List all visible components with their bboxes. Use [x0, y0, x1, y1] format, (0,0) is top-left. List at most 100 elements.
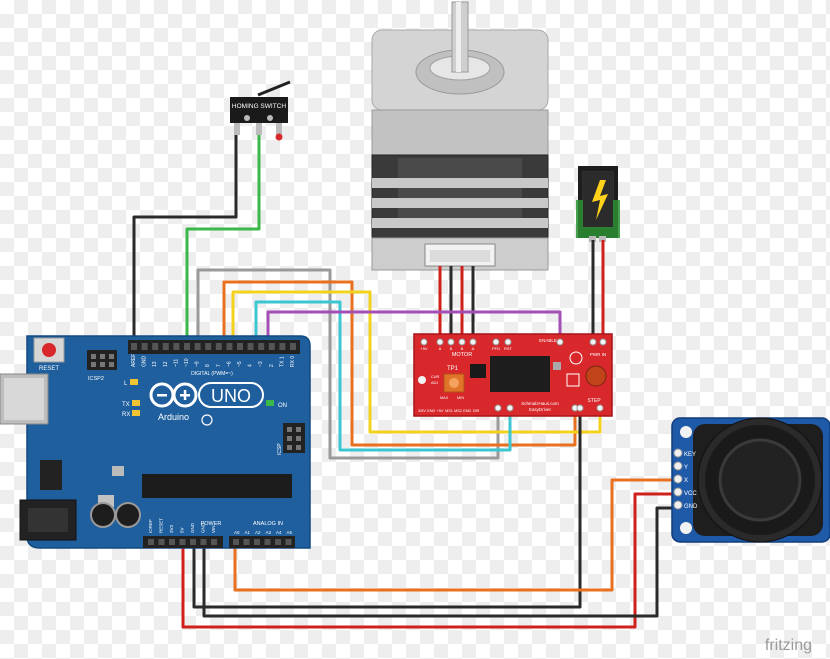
motor-label: MOTOR	[452, 352, 472, 358]
capacitor-2	[115, 502, 141, 528]
joystick-pin-label: GND	[684, 504, 698, 510]
digital-pin-label: 13	[152, 361, 158, 367]
driver-top-pin[interactable]	[436, 338, 444, 346]
fritzing-watermark: fritzing	[765, 637, 812, 654]
analog-pin-label: A4	[276, 530, 282, 535]
digital-pin-label: 4	[248, 364, 254, 367]
driver-bottom-pin[interactable]	[596, 404, 604, 412]
power-pin-socket[interactable]	[190, 539, 196, 545]
uno-label: UNO	[211, 386, 251, 406]
digital-pin-socket[interactable]	[152, 343, 159, 350]
digital-pin-label: ~9	[195, 361, 201, 367]
power-pin-label: RESET	[159, 518, 164, 533]
wire-purple	[266, 310, 562, 352]
digital-pin-socket[interactable]	[279, 343, 286, 350]
driver-chip	[490, 356, 550, 392]
analog-pin-socket[interactable]	[264, 539, 271, 545]
digital-pin-label: ~5	[237, 361, 243, 367]
analog-pin-socket[interactable]	[233, 539, 239, 545]
driver-top-pin[interactable]	[504, 338, 512, 346]
digital-pin-socket[interactable]	[194, 343, 201, 350]
pot-label: MIN	[457, 396, 464, 400]
joystick-pin[interactable]	[673, 474, 683, 484]
wire-switch-signal	[185, 135, 261, 352]
digital-pin-label: ~3	[258, 361, 264, 367]
digital-pin-socket[interactable]	[141, 343, 148, 350]
digital-pin-socket[interactable]	[237, 343, 243, 350]
driver-bottom-pin-label: DIR	[473, 409, 480, 413]
analog-pin-label: A3	[266, 530, 272, 535]
digital-pin-socket[interactable]	[131, 343, 137, 350]
driver-top-pin-label: A	[472, 346, 475, 351]
digital-pin-label: 8	[205, 364, 211, 367]
driver-pin[interactable]	[589, 338, 597, 346]
capacitor-1	[90, 502, 116, 528]
wires	[132, 135, 676, 629]
joystick-pin[interactable]	[673, 500, 683, 510]
joystick-pin[interactable]	[673, 461, 683, 471]
power-pin-socket[interactable]	[158, 539, 165, 545]
driver-bottom-pin-label: MS1	[445, 409, 453, 413]
power-pin-socket[interactable]	[200, 539, 207, 545]
tp1-label: TP1	[447, 366, 459, 372]
driver-top-pin[interactable]	[492, 338, 500, 346]
digital-pin-socket[interactable]	[205, 343, 212, 350]
wire-5v	[181, 492, 676, 629]
digital-pin-label: AREF	[131, 354, 137, 367]
analog-pin-socket[interactable]	[243, 539, 250, 545]
joystick-pin-label: KEY	[684, 452, 696, 458]
analog-label: ANALOG IN	[253, 521, 283, 527]
driver-top-pin-label: +5V	[420, 346, 428, 351]
power-pin-socket[interactable]	[179, 539, 186, 545]
digital-pin-socket[interactable]	[226, 343, 233, 350]
analog-pin-socket[interactable]	[275, 539, 281, 545]
credit-line-1: SchmalzHaus.com	[521, 401, 559, 406]
power-pin-label: 3V3	[169, 524, 174, 533]
analog-pin-socket[interactable]	[254, 539, 260, 545]
l-led-label: L	[124, 381, 128, 387]
driver-top-pin[interactable]	[420, 338, 428, 346]
driver-top-pin[interactable]	[458, 338, 466, 346]
driver-top-pin[interactable]	[447, 338, 455, 346]
digital-pin-socket[interactable]	[162, 343, 169, 350]
joystick-pin-label: Y	[684, 465, 688, 471]
analog-pin-socket[interactable]	[285, 539, 292, 545]
digital-pin-socket[interactable]	[290, 343, 296, 350]
driver-pin[interactable]	[599, 338, 607, 346]
pot-label: CUR	[431, 375, 439, 379]
power-pin-socket[interactable]	[148, 539, 154, 545]
driver-bottom-pin[interactable]	[506, 404, 514, 412]
digital-pin-socket[interactable]	[173, 343, 180, 350]
driver-bottom-pin[interactable]	[576, 404, 584, 412]
power-pin-label: VIN	[211, 525, 216, 533]
joystick-pin[interactable]	[673, 487, 683, 497]
driver-bottom-pin[interactable]	[494, 404, 502, 412]
driver-top-pin[interactable]	[469, 338, 477, 346]
digital-pin-socket[interactable]	[247, 343, 254, 350]
power-pin-socket[interactable]	[211, 539, 217, 545]
digital-pin-socket[interactable]	[258, 343, 265, 350]
digital-pin-socket[interactable]	[268, 343, 275, 350]
stepper-motor	[371, 1, 549, 271]
digital-pin-socket[interactable]	[215, 343, 222, 350]
homing-switch-label: HOMING SWITCH	[232, 103, 286, 110]
joystick-pin-label: X	[684, 478, 688, 484]
wire-switch-gnd	[132, 135, 238, 352]
digital-pin-socket[interactable]	[184, 343, 190, 350]
digital-pin-label: ~6	[226, 361, 232, 367]
driver-bottom-pin-label: GND	[427, 409, 436, 413]
power-pin-socket[interactable]	[169, 539, 175, 545]
analog-pin-label: A1	[245, 530, 251, 535]
digital-pin-label: ~10	[184, 358, 190, 367]
driver-bottom-pin-label: MS2	[454, 409, 462, 413]
joystick-pin[interactable]	[673, 448, 683, 458]
driver-pin[interactable]	[556, 338, 564, 346]
driver-bottom-pin-label: 3/5V	[418, 409, 426, 413]
rx-label: RX	[122, 412, 130, 418]
microcontroller-chip	[142, 474, 292, 498]
enable-label: ENABLE	[539, 338, 557, 343]
